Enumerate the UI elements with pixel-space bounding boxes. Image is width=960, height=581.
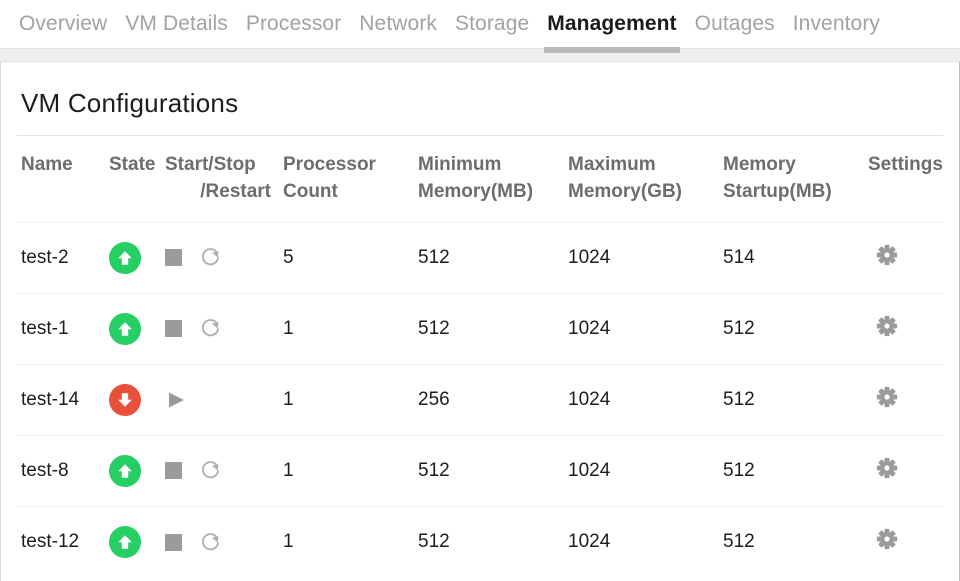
arrow-up-circle-green-icon[interactable]: [109, 526, 141, 559]
cell-processor-count: 1: [279, 434, 414, 507]
column-header-minimum-line2: Memory(MB): [418, 180, 534, 202]
tab-separator-band: [0, 48, 960, 62]
cell-settings: [864, 505, 944, 578]
restart-icon[interactable]: [200, 460, 221, 481]
arrow-up-circle-green-icon[interactable]: [109, 312, 141, 345]
tab-bar: Overview VM Details Processor Network Storag…: [0, 0, 960, 53]
cell-settings: [864, 363, 944, 436]
cell-controls: [161, 505, 279, 578]
column-header-memory-startup: Memory Startup(MB): [719, 136, 864, 222]
cell-state: [105, 221, 161, 294]
page-title: VM Configurations: [21, 88, 239, 118]
cell-settings: [864, 292, 944, 365]
column-header-startup-line1: Memory: [723, 154, 796, 175]
tab-overview[interactable]: Overview: [19, 12, 108, 35]
table-header-row: Name State Start/Stop /Restart Processor…: [17, 136, 944, 222]
cell-vm-name: test-1: [17, 292, 105, 365]
gear-icon[interactable]: [876, 457, 898, 479]
column-header-processor-line1: Processor: [283, 154, 376, 175]
tab-vm-details[interactable]: VM Details: [125, 12, 228, 35]
cell-processor-count: 5: [279, 221, 414, 294]
gear-icon[interactable]: [876, 244, 898, 266]
cell-state: [105, 434, 161, 507]
cell-maximum-memory: 1024: [564, 221, 719, 294]
arrow-down-circle-red-icon[interactable]: [109, 383, 141, 416]
column-header-controls: Start/Stop /Restart: [161, 136, 279, 222]
cell-vm-name: test-2: [17, 221, 105, 294]
stop-icon[interactable]: [165, 462, 182, 480]
column-header-minimum-memory: Minimum Memory(MB): [414, 136, 564, 222]
cell-minimum-memory: 512: [414, 505, 564, 578]
column-header-maximum-memory: Maximum Memory(GB): [564, 136, 719, 222]
tab-inventory[interactable]: Inventory: [792, 12, 881, 35]
tab-network[interactable]: Network: [359, 12, 438, 35]
arrow-up-circle-green-icon[interactable]: [109, 241, 141, 274]
column-header-maximum-line1: Maximum: [568, 154, 656, 175]
cell-state: [105, 363, 161, 436]
cell-maximum-memory: 1024: [564, 434, 719, 507]
tab-management[interactable]: Management: [538, 0, 685, 53]
cell-controls: [161, 221, 279, 294]
cell-maximum-memory: 1024: [564, 505, 719, 578]
stop-icon[interactable]: [165, 320, 182, 338]
column-header-maximum-line2: Memory(GB): [568, 180, 683, 202]
column-header-startup-line2: Startup(MB): [723, 180, 832, 202]
cell-settings: [864, 221, 944, 294]
gear-icon[interactable]: [876, 528, 898, 550]
cell-state: [105, 505, 161, 578]
cell-controls: [161, 434, 279, 507]
stop-icon[interactable]: [165, 533, 182, 551]
cell-memory-startup: 514: [719, 221, 864, 294]
restart-icon[interactable]: [200, 318, 221, 339]
column-header-minimum-line1: Minimum: [418, 154, 502, 175]
restart-icon[interactable]: [200, 532, 221, 553]
cell-memory-startup: 512: [719, 505, 864, 578]
cell-minimum-memory: 512: [414, 292, 564, 365]
cell-memory-startup: 512: [719, 434, 864, 507]
title-divider: [17, 135, 943, 136]
cell-maximum-memory: 1024: [564, 363, 719, 436]
gear-icon[interactable]: [876, 315, 898, 337]
cell-vm-name: test-12: [17, 505, 105, 578]
cell-state: [105, 292, 161, 365]
cell-minimum-memory: 512: [414, 221, 564, 294]
tab-outages[interactable]: Outages: [694, 12, 775, 35]
cell-controls: [161, 363, 279, 436]
column-header-controls-line1: Start/Stop: [165, 154, 256, 175]
stop-icon[interactable]: [165, 249, 182, 267]
cell-minimum-memory: 256: [414, 363, 564, 436]
cell-controls: [161, 292, 279, 365]
cell-vm-name: test-8: [17, 434, 105, 507]
tab-storage[interactable]: Storage: [455, 12, 530, 35]
column-header-processor-line2: Count: [283, 180, 338, 202]
cell-minimum-memory: 512: [414, 434, 564, 507]
gear-icon[interactable]: [876, 386, 898, 408]
vm-configurations-card: VM Configurations Name State Start/Stop …: [0, 62, 960, 581]
play-icon[interactable]: [165, 389, 187, 411]
column-header-state: State: [109, 154, 156, 175]
cell-maximum-memory: 1024: [564, 292, 719, 365]
cell-processor-count: 1: [279, 505, 414, 578]
cell-processor-count: 1: [279, 363, 414, 436]
arrow-up-circle-green-icon[interactable]: [109, 454, 141, 487]
cell-processor-count: 1: [279, 292, 414, 365]
cell-vm-name: test-14: [17, 363, 105, 436]
vm-configurations-table: Name State Start/Stop /Restart Processor…: [17, 136, 944, 578]
restart-icon[interactable]: [200, 247, 221, 268]
column-header-processor-count: Processor Count: [279, 136, 414, 222]
cell-settings: [864, 434, 944, 507]
column-header-name: Name: [21, 154, 73, 175]
cell-memory-startup: 512: [719, 363, 864, 436]
tab-processor[interactable]: Processor: [245, 12, 342, 35]
column-header-settings: Settings: [868, 154, 943, 175]
cell-memory-startup: 512: [719, 292, 864, 365]
column-header-controls-line2: /Restart: [200, 180, 271, 202]
